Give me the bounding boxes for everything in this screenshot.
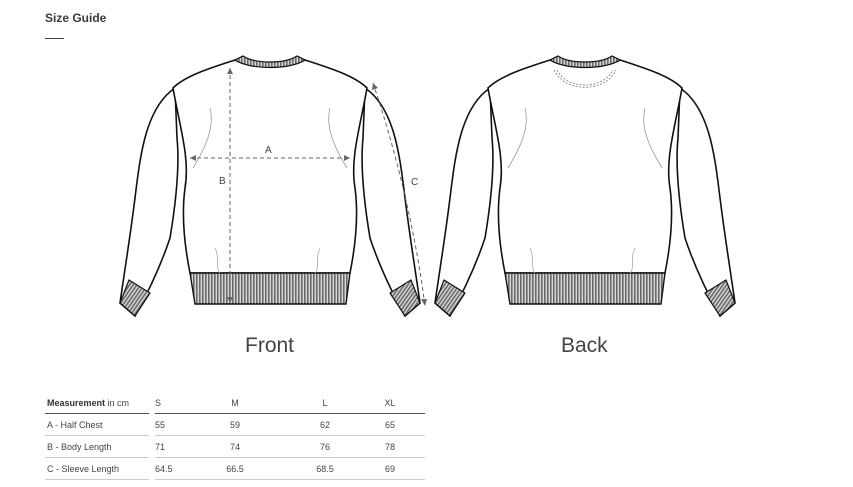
size-header-xl: XL bbox=[355, 392, 425, 414]
measurement-header: Measurement in cm bbox=[45, 392, 149, 414]
back-sweater-diagram bbox=[434, 55, 736, 317]
size-header-l: L bbox=[295, 392, 355, 414]
measurement-c-label: C bbox=[411, 177, 419, 188]
page-title: Size Guide bbox=[45, 11, 107, 25]
size-header-s: S bbox=[155, 392, 175, 414]
table-header-row: Measurement in cm S M L XL bbox=[45, 392, 425, 414]
back-view-label: Back bbox=[561, 334, 608, 357]
size-header-m: M bbox=[175, 392, 295, 414]
title-underline bbox=[45, 38, 64, 39]
row-label: C - Sleeve Length bbox=[45, 458, 149, 480]
table-row: B - Body Length 71 74 76 78 bbox=[45, 436, 425, 458]
row-label: B - Body Length bbox=[45, 436, 149, 458]
row-label: A - Half Chest bbox=[45, 414, 149, 436]
measurement-a-label: A bbox=[265, 145, 272, 156]
front-view-label: Front bbox=[245, 334, 295, 357]
front-sweater-diagram bbox=[119, 55, 427, 317]
table-row: A - Half Chest 55 59 62 65 bbox=[45, 414, 425, 436]
measurement-b-label: B bbox=[219, 176, 226, 187]
table-row: C - Sleeve Length 64.5 66.5 68.5 69 bbox=[45, 458, 425, 480]
size-table: Measurement in cm S M L XL A - Half Ches… bbox=[45, 392, 425, 480]
